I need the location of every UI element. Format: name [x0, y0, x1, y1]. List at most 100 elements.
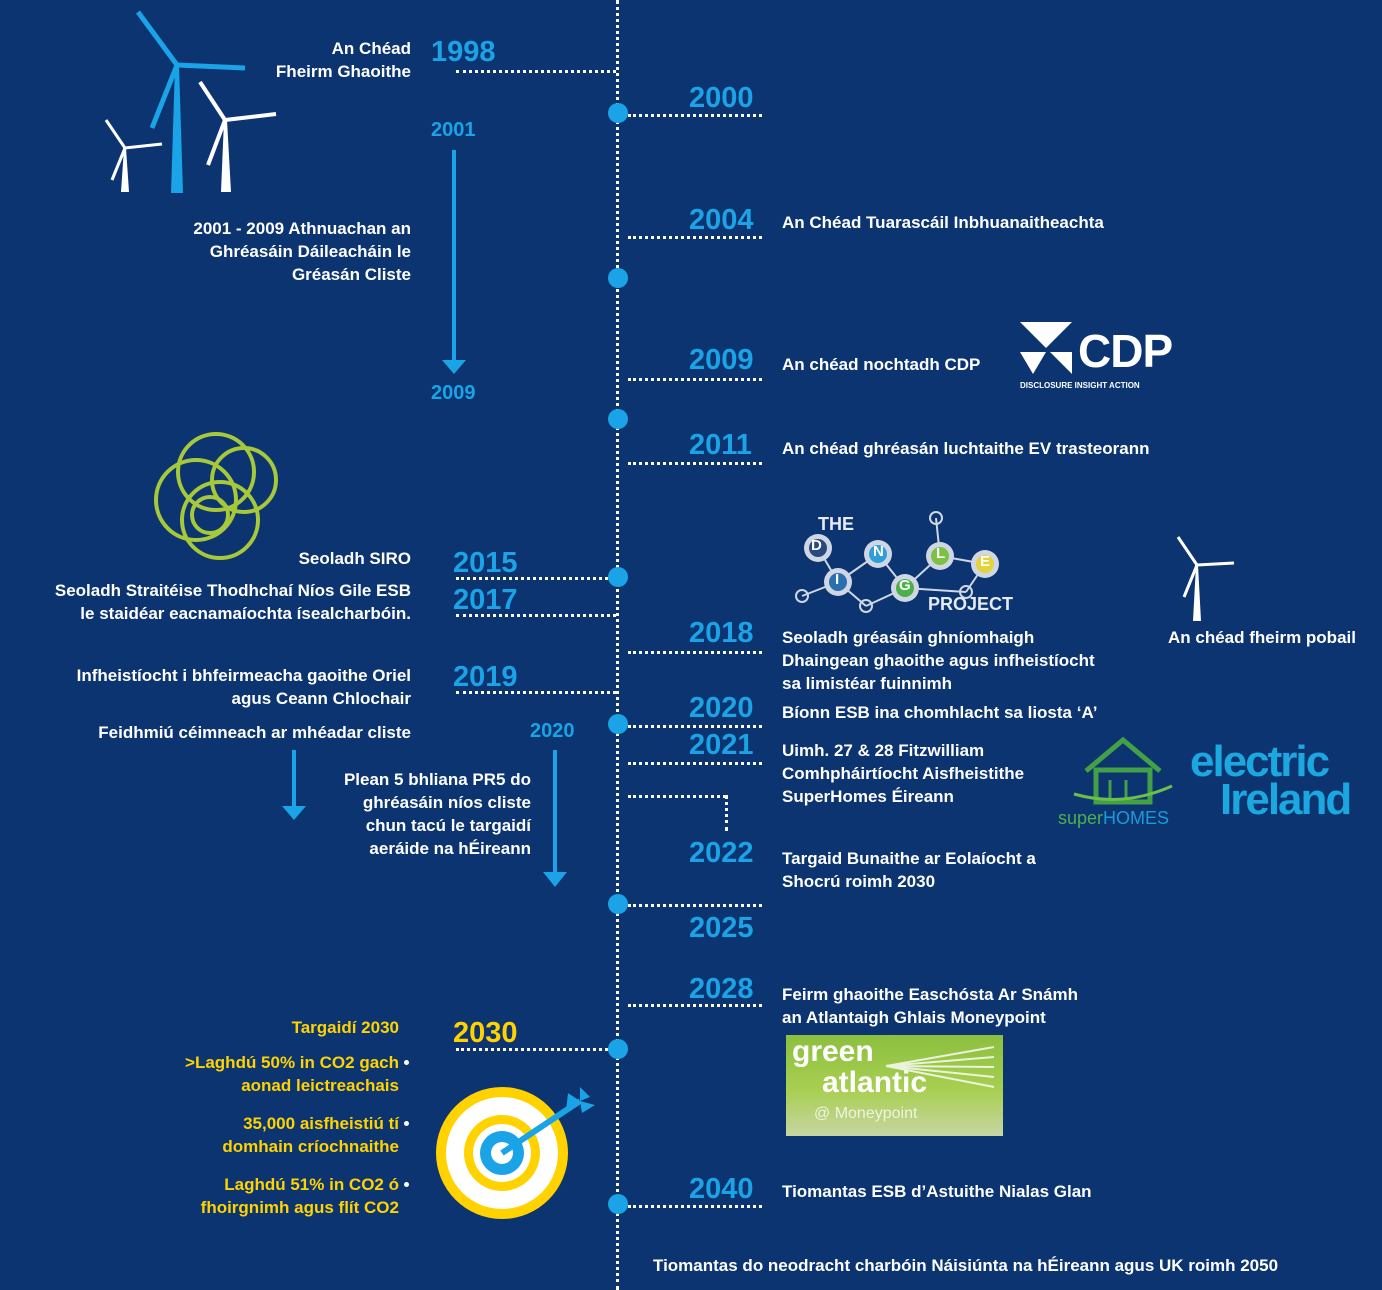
cdp-mark-icon — [1020, 322, 1072, 374]
cdp-tagline: DISCLOSURE INSIGHT ACTION — [1020, 381, 1140, 390]
year-2020: 2020 — [689, 692, 754, 724]
siro-logo — [154, 432, 278, 560]
timeline-node — [608, 268, 628, 288]
year-2017: 2017 — [453, 584, 518, 616]
connector-2020 — [628, 725, 762, 728]
event-2022-text: Targaid Bunaithe ar Eolaíocht a Shocrú r… — [782, 849, 1036, 891]
connector-1998 — [456, 70, 616, 73]
moneypoint-word: @ Moneypoint — [814, 1105, 918, 1122]
event-2015-text: Seoladh SIRO — [298, 549, 411, 568]
connector-2017 — [456, 614, 616, 617]
timeline-node — [608, 714, 628, 734]
cdp-logo: CDP DISCLOSURE INSIGHT ACTION — [1016, 318, 1201, 398]
community-windfarm-label: An chéad fheirm pobail — [1168, 628, 1356, 647]
event-2009-text: An chéad nochtadh CDP — [782, 355, 981, 374]
event-2001-2009-text: 2001 - 2009 Athnuachan an Ghréasáin Dáil… — [193, 219, 411, 284]
target-item: Laghdú 51% in CO2 ó fhoirgnimh agus flít… — [200, 1175, 399, 1217]
arrow-down-icon — [543, 750, 567, 887]
year-2000: 2000 — [689, 82, 754, 114]
connector-2030 — [456, 1048, 608, 1051]
timeline-node — [608, 409, 628, 429]
event-1998-text: An Chéad Fheirm Ghaoithe — [275, 39, 411, 81]
connector-2028 — [628, 1004, 762, 1007]
timeline-axis — [616, 0, 619, 1290]
event-2028-text: Feirm ghaoithe Easchósta Ar Snámh an Atl… — [782, 985, 1078, 1027]
timeline-node — [608, 894, 628, 914]
bullet-dot — [404, 1060, 409, 1065]
superhomes-super: super — [1058, 808, 1104, 828]
event-2011-text: An chéad ghréasán luchtaithe EV trasteor… — [782, 439, 1150, 458]
target-item: >Laghdú 50% in CO2 gach aonad leictreach… — [185, 1053, 399, 1095]
connector-2022-drop — [725, 795, 728, 831]
year-2021: 2021 — [689, 729, 754, 761]
event-2004-text: An Chéad Tuarascáil Inbhuanaitheachta — [782, 213, 1104, 232]
year-2019: 2019 — [453, 661, 518, 693]
dingle-project-logo: THE D I N G L E PROJECT — [790, 510, 1030, 615]
timeline-node — [608, 1194, 628, 1214]
targets-title: Targaidí 2030 — [291, 1018, 399, 1037]
green-atlantic-logo: green atlantic @ Moneypoint — [786, 1035, 1003, 1136]
bullet-dot — [404, 1121, 409, 1126]
dingle-network-icon — [795, 511, 999, 613]
electric-ireland-logo: electric Ireland — [1190, 740, 1360, 830]
green-word: green — [792, 1035, 874, 1068]
footer-commitment: Tiomantas do neodracht charbóin Náisiúnt… — [653, 1256, 1279, 1275]
dingle-letter: D — [811, 537, 822, 554]
arrow-down-icon — [442, 150, 466, 374]
timeline-node — [608, 567, 628, 587]
year-2009: 2009 — [689, 344, 754, 376]
event-2040-text: Tiomantas ESB d’Astuithe Nialas Glan — [782, 1182, 1092, 1201]
event-2019-text: Infheistíocht i bhfeirmeacha gaoithe Ori… — [76, 666, 411, 708]
dingle-project-word: PROJECT — [928, 594, 1014, 614]
year-1998: 1998 — [431, 36, 496, 68]
connector-2018 — [628, 651, 762, 654]
event-pr5-text: Plean 5 bhliana PR5 do ghréasáin níos cl… — [343, 770, 531, 858]
house-icon — [1073, 736, 1173, 805]
dingle-letter: G — [899, 577, 911, 594]
connector-2040 — [628, 1205, 762, 1208]
connector-2000 — [628, 114, 762, 117]
event-2017-text: Seoladh Straitéise Thodhchaí Níos Gile E… — [54, 581, 411, 623]
connector-2011 — [628, 462, 762, 465]
superhomes-name: superHOMES — [1058, 808, 1169, 829]
event-2018-text: Seoladh gréasáin ghníomhaigh Dhaingean g… — [782, 628, 1095, 693]
connector-2004 — [628, 236, 762, 239]
superhomes-logo: superHOMES — [1056, 736, 1191, 831]
year-2004: 2004 — [689, 204, 754, 236]
wind-turbine-icon — [1176, 536, 1235, 621]
dingle-the: THE — [818, 514, 854, 534]
ireland-word: Ireland — [1220, 775, 1352, 824]
year-2040: 2040 — [689, 1173, 754, 1205]
year-2028: 2028 — [689, 973, 754, 1005]
event-2021-text: Uimh. 27 & 28 Fitzwilliam Comhpháirtíoch… — [782, 741, 1025, 806]
year-2015: 2015 — [453, 547, 518, 579]
connector-2025 — [628, 904, 762, 907]
timeline-node — [608, 103, 628, 123]
connector-2022-branch — [628, 795, 726, 798]
year-2020-left: 2020 — [530, 720, 575, 742]
bullet-dot — [404, 1182, 409, 1187]
electric-word: electric — [1190, 737, 1330, 786]
connector-2009 — [628, 378, 762, 381]
event-2020-text: Bíonn ESB ina chomhlacht sa liosta ‘A’ — [782, 703, 1098, 722]
year-2030: 2030 — [453, 1017, 518, 1049]
year-2009-left: 2009 — [431, 382, 476, 404]
dingle-letter: N — [873, 543, 884, 560]
year-2001: 2001 — [431, 119, 476, 141]
light-rays-icon — [885, 1046, 995, 1088]
superhomes-homes: HOMES — [1103, 808, 1170, 828]
year-2022: 2022 — [689, 837, 754, 869]
year-2018: 2018 — [689, 617, 754, 649]
arrow-down-icon — [282, 750, 306, 820]
dingle-letter: E — [980, 553, 991, 570]
wind-turbines-icon — [104, 10, 277, 193]
target-icon — [436, 1087, 595, 1219]
connector-2019 — [456, 691, 616, 694]
target-item: 35,000 aisfheistiú tí domhain críochnait… — [222, 1114, 399, 1156]
timeline-node — [608, 1039, 628, 1059]
year-2011: 2011 — [689, 429, 752, 461]
dingle-letter: L — [936, 545, 946, 562]
event-smart-meter-text: Feidhmiú céimneach ar mhéadar cliste — [98, 723, 411, 742]
dingle-letter: I — [835, 571, 840, 588]
cdp-name: CDP — [1078, 325, 1173, 377]
